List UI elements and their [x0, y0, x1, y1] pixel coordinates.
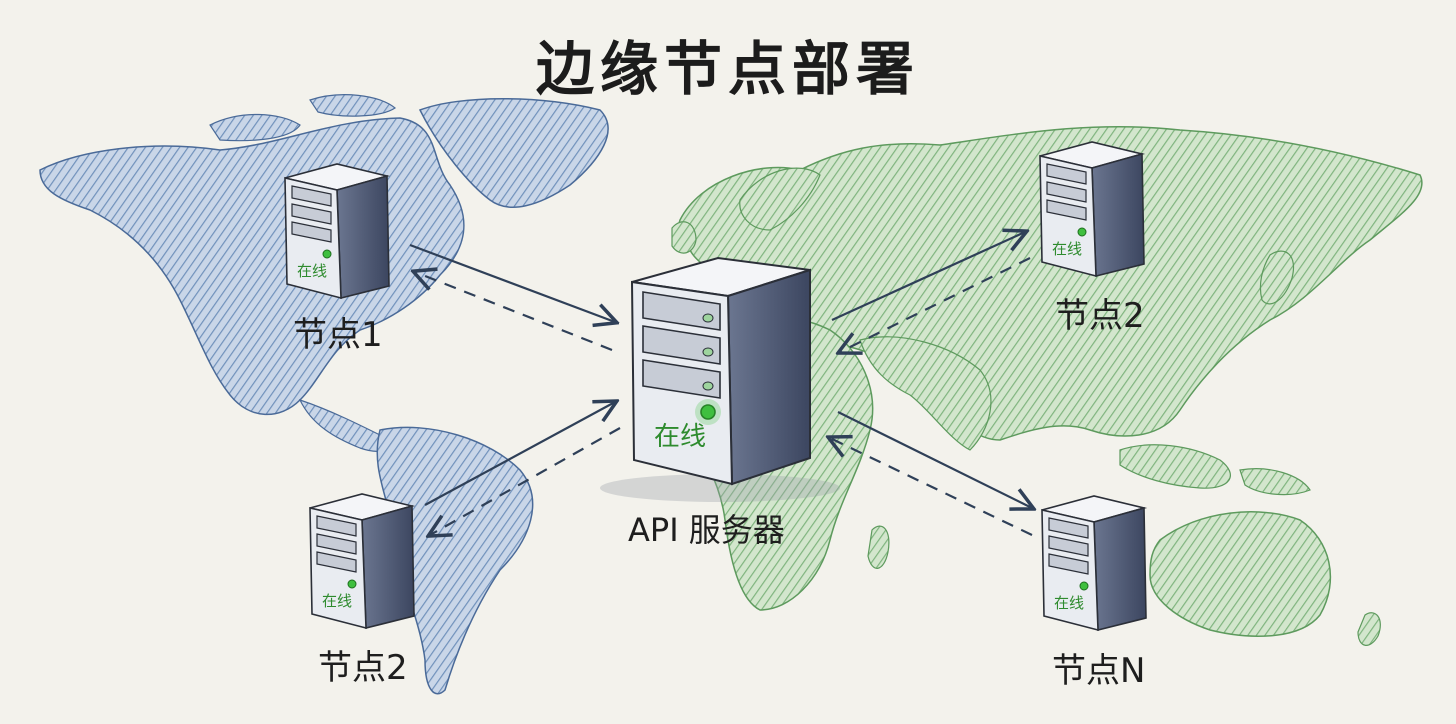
- north-america-landmass: [39, 117, 465, 416]
- response-arrow-node-2-south-america: [430, 427, 621, 535]
- server-drive-bays: [642, 291, 721, 399]
- madagascar-landmass: [867, 525, 890, 569]
- node-2-south-america-status: 在线: [322, 592, 352, 610]
- request-arrow-node-1: [409, 243, 615, 322]
- arctic-islands: [209, 94, 396, 142]
- api-server: 在线: [600, 256, 840, 502]
- api-server-label: API 服务器: [628, 511, 785, 549]
- australia-landmass: [1149, 511, 1332, 637]
- status-led-icon: [1077, 227, 1087, 237]
- southeast-asia-islands: [1119, 444, 1311, 496]
- status-led-icon: [1079, 581, 1089, 591]
- node-2-south-america-server: 在线: [309, 493, 416, 630]
- node-n-label: 节点N: [1052, 651, 1146, 691]
- south-asia-landmass: [859, 336, 992, 451]
- connection-node-2-asia: [831, 232, 1031, 352]
- connection-node-2-south-america: [424, 402, 621, 535]
- node-1-server: 在线: [284, 163, 391, 300]
- node-2-south-america-label: 节点2: [318, 648, 408, 688]
- connection-node-n: [830, 411, 1033, 536]
- status-led-icon: [700, 404, 716, 420]
- new-zealand-landmass: [1357, 612, 1381, 646]
- connection-node-1: [409, 243, 615, 352]
- request-arrow-node-2-asia: [831, 232, 1025, 322]
- node-2-asia-label: 节点2: [1055, 296, 1145, 336]
- response-arrow-node-1: [415, 272, 613, 352]
- greenland-landmass: [418, 98, 609, 208]
- node-n-server: 在线: [1041, 495, 1148, 632]
- diagram-title: 边缘节点部署: [535, 35, 920, 103]
- node-1-label: 节点1: [293, 315, 383, 355]
- japan-landmass: [1259, 250, 1294, 305]
- response-arrow-node-2-asia: [840, 257, 1031, 352]
- node-2-asia-server: 在线: [1039, 141, 1146, 278]
- status-led-icon: [347, 579, 357, 589]
- api-server-status: 在线: [654, 422, 706, 452]
- node-2-asia-status: 在线: [1052, 240, 1082, 258]
- response-arrow-node-n: [830, 438, 1033, 536]
- status-led-icon: [322, 249, 332, 259]
- scandinavia-landmass: [739, 167, 821, 231]
- node-n-status: 在线: [1054, 594, 1084, 612]
- request-arrow-node-n: [837, 411, 1032, 508]
- node-1-status: 在线: [297, 262, 327, 280]
- uk-landmass: [671, 221, 697, 254]
- request-arrow-node-2-south-america: [424, 402, 615, 506]
